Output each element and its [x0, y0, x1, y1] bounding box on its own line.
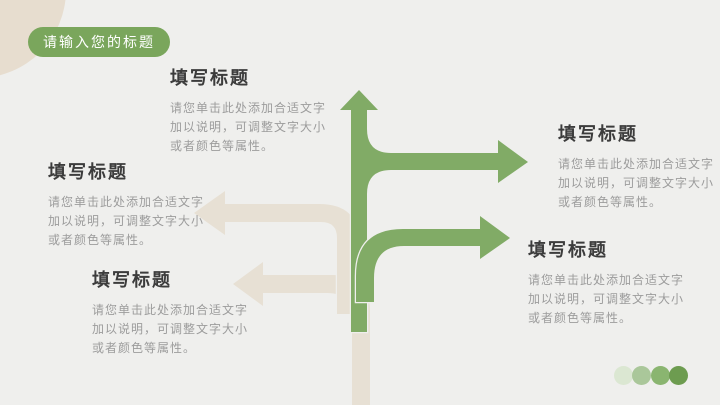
block-body-line: 加以说明，可调整文字大小: [92, 322, 249, 336]
slide-title-pill[interactable]: 请输入您的标题: [28, 27, 170, 57]
block-body-line: 请您单击此处添加合适文字: [558, 157, 715, 171]
block-body-line: 请您单击此处添加合适文字: [92, 303, 249, 317]
text-block-left[interactable]: 填写标题 请您单击此处添加合适文字 加以说明，可调整文字大小 或者颜色等属性。: [48, 158, 233, 250]
block-body-line: 加以说明，可调整文字大小: [528, 292, 685, 306]
block-body-line: 请您单击此处添加合适文字: [48, 195, 205, 209]
text-block-right-upper[interactable]: 填写标题 请您单击此处添加合适文字 加以说明，可调整文字大小 或者颜色等属性。: [558, 120, 720, 212]
block-body-line: 加以说明，可调整文字大小: [48, 214, 205, 228]
block-body-line: 或者颜色等属性。: [92, 341, 197, 355]
block-body-line: 或者颜色等属性。: [48, 233, 153, 247]
block-title: 填写标题: [170, 68, 250, 88]
slide-title-text: 请输入您的标题: [43, 34, 155, 50]
progress-dot-1: [613, 366, 633, 385]
text-block-right-lower[interactable]: 填写标题 请您单击此处添加合适文字 加以说明，可调整文字大小 或者颜色等属性。: [528, 236, 713, 328]
text-block-top[interactable]: 填写标题 请您单击此处添加合适文字 加以说明，可调整文字大小 或者颜色等属性。: [170, 64, 355, 156]
block-body-line: 请您单击此处添加合适文字: [170, 101, 327, 115]
block-body-line: 或者颜色等属性。: [528, 311, 633, 325]
up-and-right-upper-arrow-icon: [337, 88, 531, 334]
text-block-bottom-left[interactable]: 填写标题 请您单击此处添加合适文字 加以说明，可调整文字大小 或者颜色等属性。: [92, 266, 277, 358]
right-arrow-lower-icon: [354, 213, 513, 304]
block-body-line: 或者颜色等属性。: [558, 195, 663, 209]
progress-dots: [613, 366, 688, 385]
block-body-line: 或者颜色等属性。: [170, 139, 275, 153]
block-title: 填写标题: [558, 124, 638, 144]
block-body-line: 加以说明，可调整文字大小: [558, 176, 715, 190]
block-title: 填写标题: [528, 240, 608, 260]
block-title: 填写标题: [92, 270, 172, 290]
block-body-line: 加以说明，可调整文字大小: [170, 120, 327, 134]
progress-dot-2: [632, 366, 651, 385]
progress-dot-4: [669, 366, 688, 385]
block-title: 填写标题: [48, 162, 128, 182]
block-body-line: 请您单击此处添加合适文字: [528, 273, 685, 287]
progress-dot-3: [650, 366, 670, 385]
